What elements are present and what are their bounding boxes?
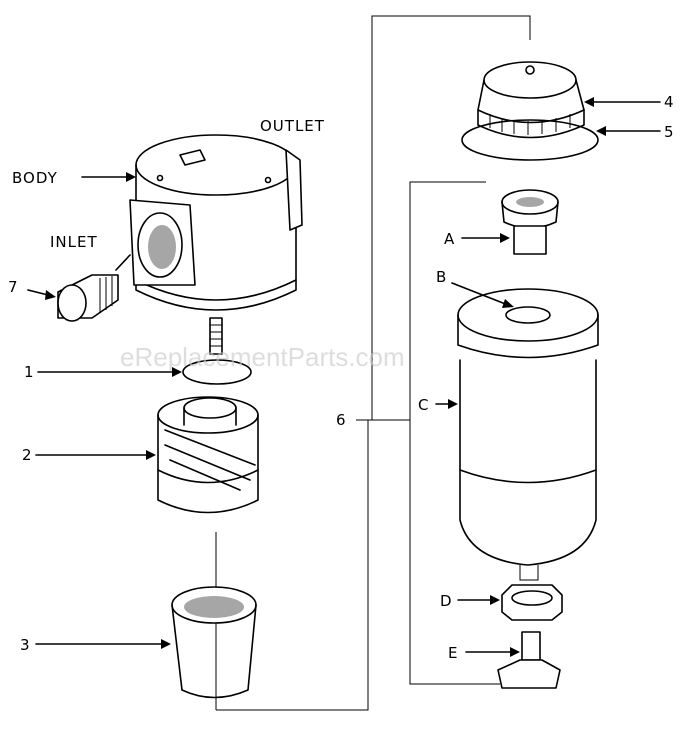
inlet-fitting xyxy=(57,274,119,322)
label-part-1: 1 xyxy=(24,363,35,381)
label-part-b: B xyxy=(436,268,447,286)
label-body: BODY xyxy=(12,169,58,187)
label-outlet: OUTLET xyxy=(260,117,325,135)
part-e-drain xyxy=(497,631,561,689)
assembly-bracket xyxy=(215,15,531,711)
gasket-5 xyxy=(461,119,599,161)
label-part-c: C xyxy=(418,396,429,414)
label-part-a: A xyxy=(444,230,455,248)
bowl xyxy=(457,288,599,581)
o-ring-1 xyxy=(182,359,252,385)
body-housing xyxy=(129,134,303,355)
label-part-5: 5 xyxy=(664,123,675,141)
label-part-7: 7 xyxy=(8,278,19,296)
leader-arrows xyxy=(27,97,661,657)
label-part-2: 2 xyxy=(22,446,33,464)
label-part-6: 6 xyxy=(336,411,347,429)
deflector xyxy=(157,396,259,514)
label-part-4: 4 xyxy=(664,93,675,111)
label-part-d: D xyxy=(440,592,453,610)
watermark: eReplacementParts.com xyxy=(120,342,405,372)
part-a-plug xyxy=(501,189,559,255)
top-cap xyxy=(477,61,585,139)
label-part-e: E xyxy=(448,644,458,662)
ring-b xyxy=(505,306,551,324)
filter-element xyxy=(171,586,257,699)
label-inlet: INLET xyxy=(50,233,98,251)
part-d-nut xyxy=(501,584,563,621)
label-part-3: 3 xyxy=(20,636,31,654)
